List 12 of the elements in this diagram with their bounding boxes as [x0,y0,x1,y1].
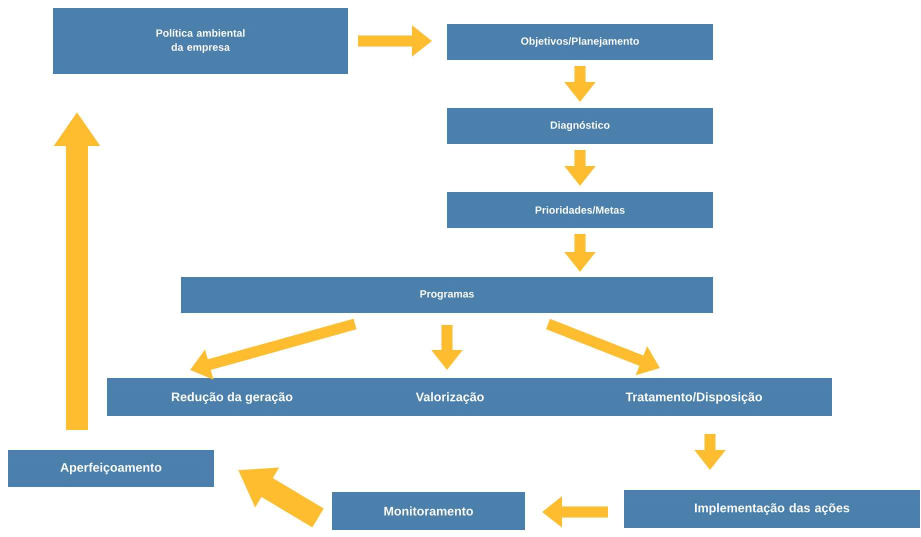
process-box: Diagnóstico [447,108,713,144]
process-box: Política ambiental da empresa [53,8,348,74]
process-box: Aperfeiçoamento [8,450,214,487]
band-text: Redução da geração [172,392,292,404]
process-box: Objetivos/Planejamento [447,24,713,60]
band-text: Valorização [416,392,484,404]
process-box: Prioridades/Metas [447,192,713,228]
process-box: Implementação das ações [624,490,920,528]
process-box: Programas [181,277,713,313]
band-text: Tratamento/Disposição [626,392,762,404]
process-box: Monitoramento [332,492,525,530]
band-box [107,378,832,416]
